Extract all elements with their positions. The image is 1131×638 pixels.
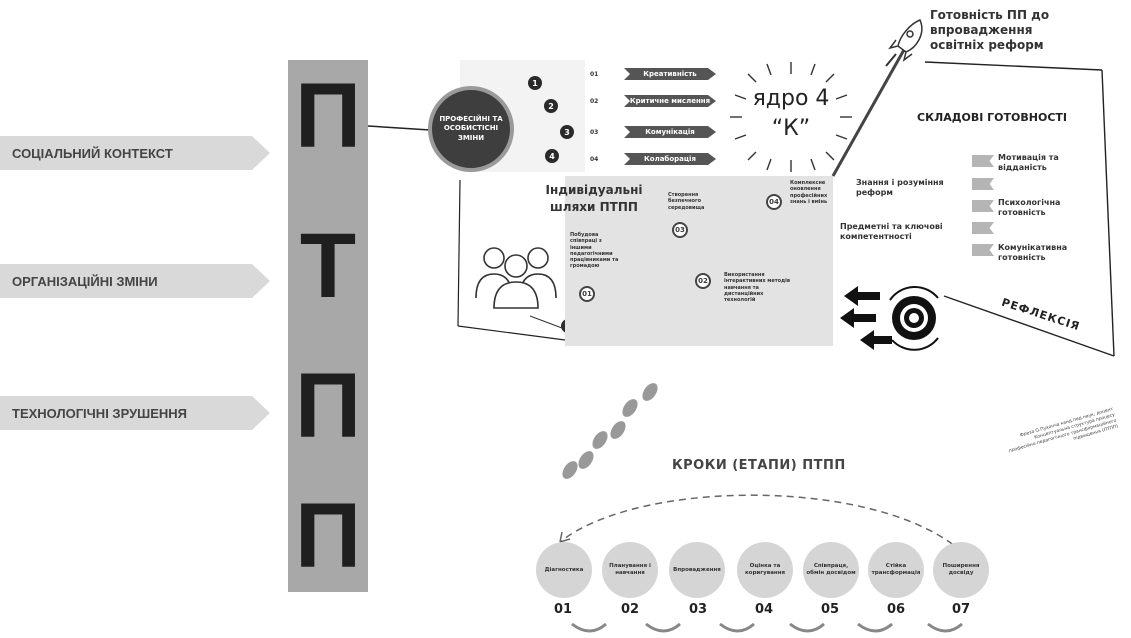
readiness-item: Психологічна готовність — [998, 198, 1080, 218]
ptpp-vertical-bar: П Т П П — [288, 60, 368, 592]
context-organizational: ОРГАНІЗАЦІЙНІ ЗМІНИ — [0, 264, 270, 298]
rocket-icon — [880, 14, 930, 74]
step-number: 06 — [887, 602, 905, 617]
step-circle: Поширення досвіду — [933, 542, 989, 598]
step-circle: Впровадження — [669, 542, 725, 598]
skill-number: 01 — [590, 71, 624, 78]
context-social: СОЦІАЛЬНИЙ КОНТЕКСТ — [0, 136, 270, 170]
changes-circle: ПРОФЕСІЙНІ ТА ОСОБИСТІСНІ ЗМІНИ — [428, 86, 514, 172]
footprints-icon — [560, 380, 670, 480]
individual-paths-title: Індивідуальні шляхи ПТПП — [538, 182, 650, 216]
bar-letter: П — [288, 490, 368, 582]
number-dot: 1 — [528, 76, 542, 90]
skill-row: 02 Критичне мислення — [590, 94, 716, 108]
bar-letter: Т — [288, 220, 368, 312]
skill-row: 04 Колаборація — [590, 152, 716, 166]
step-number: 04 — [755, 602, 773, 617]
readiness-components-title: СКЛАДОВІ ГОТОВНОСТІ — [917, 111, 1067, 124]
step-circle: Діагностика — [536, 542, 592, 598]
step-number: 01 — [554, 602, 572, 617]
step-circle: Стійка трансформація — [868, 542, 924, 598]
step-circle: Співпраця, обмін досвідом — [803, 542, 859, 598]
reflection-gear-icon — [840, 280, 950, 356]
context-technological: ТЕХНОЛОГІЧНІ ЗРУШЕННЯ — [0, 396, 270, 430]
road-marker: 01 — [579, 286, 595, 302]
step-circle: Оцінка та коригування — [737, 542, 793, 598]
readiness-item: Комунікативна готовність — [998, 243, 1080, 263]
readiness-item: Мотивація та відданість — [998, 153, 1080, 173]
path-note: Побудова співпраці з іншими педагогічним… — [570, 232, 622, 270]
path-note: Використання інтерактивних методів навча… — [724, 272, 794, 303]
path-note: Комплексне оновлення професійних знань і… — [790, 180, 834, 205]
number-dot: 2 — [544, 99, 558, 113]
road-marker: 04 — [766, 194, 782, 210]
number-dot: 3 — [560, 125, 574, 139]
bar-letter: П — [288, 70, 368, 162]
readiness-item: Знання і розуміння реформ — [856, 178, 960, 198]
skill-tag: Комунікація — [624, 126, 716, 138]
step-circle: Планування і навчання — [602, 542, 658, 598]
skill-number: 03 — [590, 129, 624, 136]
steps-title: КРОКИ (ЕТАПИ) ПТПП — [672, 458, 846, 473]
road-marker: 03 — [672, 222, 688, 238]
skill-tag: Креативність — [624, 68, 716, 80]
step-number: 05 — [821, 602, 839, 617]
skill-tag: Колаборація — [624, 153, 716, 165]
step-number: 02 — [621, 602, 639, 617]
road-marker: 02 — [695, 273, 711, 289]
skill-number: 04 — [590, 156, 624, 163]
number-dot: 4 — [545, 149, 559, 163]
people-group-icon — [472, 240, 562, 310]
bar-letter: П — [288, 360, 368, 452]
skill-row: 01 Креативність — [590, 67, 716, 81]
step-number: 07 — [952, 602, 970, 617]
path-note: Створення безпечного середовища — [668, 192, 720, 211]
skill-row: 03 Комунікація — [590, 125, 716, 139]
step-number: 03 — [689, 602, 707, 617]
skill-number: 02 — [590, 98, 624, 105]
readiness-item: Предметні та ключові компетентності — [840, 222, 970, 242]
skill-tag: Критичне мислення — [624, 95, 716, 107]
readiness-title: Готовність ПП до впровадження освітніх р… — [930, 8, 1090, 53]
core-4k-title: ядро 4 “К” — [752, 84, 830, 144]
